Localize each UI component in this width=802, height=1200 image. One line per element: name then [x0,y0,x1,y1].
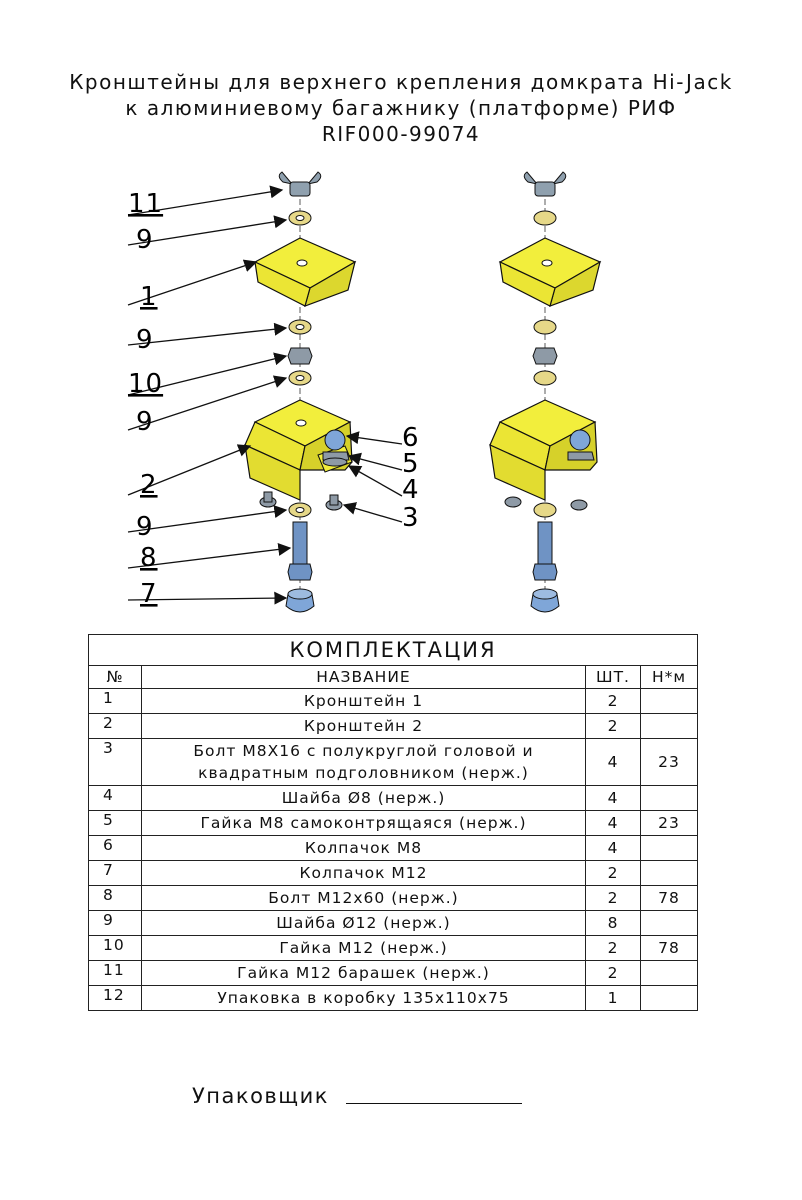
table-cell-torque: 23 [640,810,698,836]
callout-9: 9 [136,407,154,437]
column-header-name: НАЗВАНИЕ [141,665,586,689]
table-cell-name: Болт М8Х16 с полукруглой головой и квадр… [141,738,586,786]
table-cell-name: Колпачок М12 [141,860,586,886]
callout-4: 4 [402,475,420,505]
table-cell-num: 10 [88,935,142,961]
table-cell-num: 9 [88,910,142,936]
table-cell-num: 2 [88,713,142,739]
table-cell-torque: 23 [640,738,698,786]
callout-2: 2 [140,470,158,500]
callout-labels: 11 9 1 9 10 9 2 9 8 7 6 5 4 3 [128,189,420,609]
callout-9: 9 [136,512,154,542]
callout-7: 7 [140,579,158,609]
table-cell-qty: 2 [585,713,641,739]
table-cell-name: Колпачок М8 [141,835,586,861]
carriage-bolt-m8-part [325,494,343,511]
assembly-right [489,171,602,613]
table-cell-name: Шайба Ø8 (нерж.) [141,785,586,811]
callout-9: 9 [136,225,154,255]
callout-3: 3 [402,503,420,533]
table-cell-torque [640,785,698,811]
column-header-torque: Н*м [640,665,698,689]
cap-m12-part [285,588,315,613]
hex-nut-m12-part [287,347,313,365]
table-cell-num: 12 [88,985,142,1011]
table-cell-torque [640,910,698,936]
table-cell-num: 4 [88,785,142,811]
table-cell-name: Гайка М12 (нерж.) [141,935,586,961]
table-cell-qty: 4 [585,835,641,861]
callout-10: 10 [128,369,163,399]
title-line-1: Кронштейны для верхнего крепления домкра… [69,70,733,94]
table-cell-name: Гайка М8 самоконтрящаяся (нерж.) [141,810,586,836]
table-cell-num: 11 [88,960,142,986]
bolt-m12x60-part [287,521,313,581]
table-cell-qty: 2 [585,885,641,911]
table-cell-qty: 4 [585,738,641,786]
callout-1: 1 [140,282,158,312]
table-cell-qty: 2 [585,960,641,986]
callout-6: 6 [402,423,420,453]
table-cell-torque [640,713,698,739]
leader-lines [127,185,403,605]
table-cell-qty: 4 [585,785,641,811]
table-cell-qty: 2 [585,935,641,961]
table-cell-num: 5 [88,810,142,836]
table-cell-name: Гайка М12 барашек (нерж.) [141,960,586,986]
table-cell-num: 3 [88,738,142,786]
table-cell-num: 7 [88,860,142,886]
table-cell-qty: 1 [585,985,641,1011]
table-cell-name: Шайба Ø12 (нерж.) [141,910,586,936]
table-cell-torque: 78 [640,935,698,961]
assembly-left [244,171,357,613]
table-cell-torque [640,960,698,986]
column-header-number: № [88,665,142,689]
carriage-bolt-m8-part [259,491,277,508]
table-cell-name: Кронштейн 1 [141,688,586,714]
title-line-2: к алюминиевому багажнику (платформе) РИФ [125,96,677,120]
cap-m8-part [324,429,346,451]
callout-11: 11 [128,189,163,219]
table-cell-torque [640,688,698,714]
table-cell-torque [640,835,698,861]
table-cell-name: Упаковка в коробку 135х110х75 [141,985,586,1011]
table-cell-num: 6 [88,835,142,861]
packer-label: Упаковщик [192,1084,329,1108]
table-caption: КОМПЛЕКТАЦИЯ [88,634,698,666]
table-cell-qty: 8 [585,910,641,936]
wing-nut-m12-part [278,171,322,197]
bracket-1-part [253,237,357,307]
table-cell-num: 1 [88,688,142,714]
table-cell-num: 8 [88,885,142,911]
table-cell-qty: 2 [585,860,641,886]
column-header-qty: ШТ. [585,665,641,689]
callout-9: 9 [136,325,154,355]
table-cell-qty: 2 [585,688,641,714]
washer-m8-part [322,457,348,467]
callout-8: 8 [140,543,158,573]
table-cell-torque [640,860,698,886]
title-part-number: RIF000-99074 [321,122,481,146]
table-cell-qty: 4 [585,810,641,836]
table-cell-torque: 78 [640,885,698,911]
exploded-assembly-diagram: 11 9 1 9 10 9 2 9 8 7 6 5 4 3 [127,171,602,613]
table-cell-torque [640,985,698,1011]
packer-signature-line [346,1103,522,1104]
callout-5: 5 [402,449,420,479]
table-cell-name: Кронштейн 2 [141,713,586,739]
table-cell-name: Болт М12х60 (нерж.) [141,885,586,911]
